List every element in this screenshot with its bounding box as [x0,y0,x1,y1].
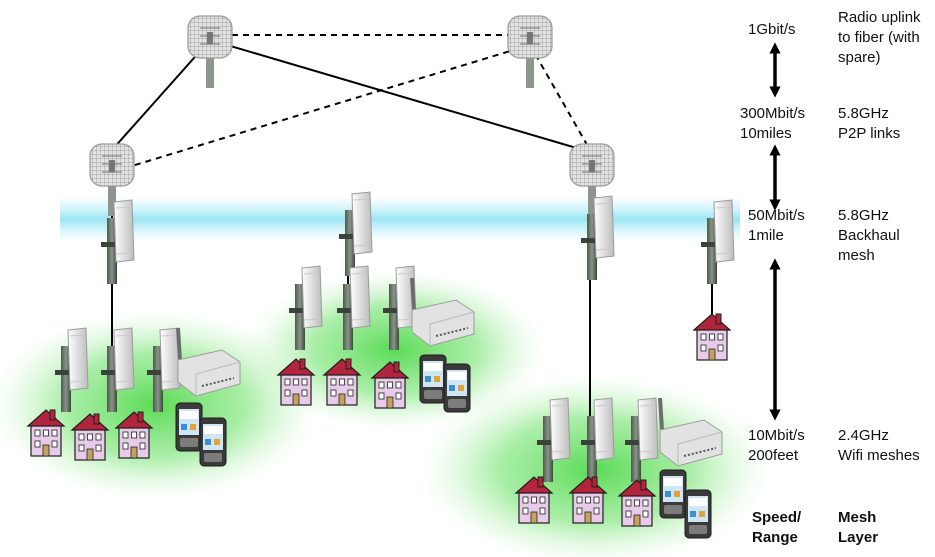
tier-layer-uplink: Radio uplink to fiber (with spare) [838,9,921,66]
house [693,313,731,361]
tier-speed-backhaul: 50Mbit/s 1mile [748,207,805,244]
smartphone [659,469,687,519]
tier-layer-backhaul: 5.8GHz Backhaul mesh [838,207,900,264]
tier-layer-p2p: 5.8GHz P2P links [838,105,901,142]
tier-speed-uplink: 1Gbit/s [748,21,796,38]
smartphone [175,402,203,452]
header-mesh-layer: Mesh Layer [838,509,879,546]
p2p-dish-uplink-left [187,15,233,89]
smartphone [419,354,447,404]
tier-layer-wifi: 2.4GHz Wifi meshes [838,427,920,464]
smartphone [684,489,712,539]
smartphone [443,363,471,413]
p2p-dish-uplink-right [507,15,553,89]
smartphone [199,417,227,467]
backhaul-band [60,196,740,242]
header-speed-range: Speed/ Range [752,509,802,546]
tier-speed-wifi: 10Mbit/s 200feet [748,427,805,464]
tier-speed-p2p: 300Mbit/s 10miles [740,105,806,142]
